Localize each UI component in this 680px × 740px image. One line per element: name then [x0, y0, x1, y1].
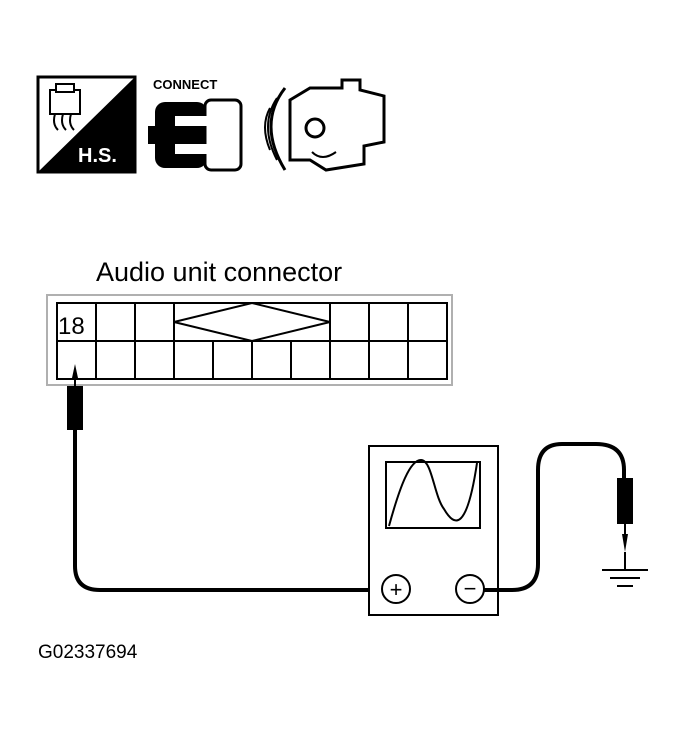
- connector-lock-tab: [173, 301, 331, 343]
- meter-screen: [385, 461, 481, 529]
- minus-symbol: −: [464, 576, 477, 601]
- ground-probe: [617, 478, 633, 569]
- ground-symbol: [602, 569, 648, 587]
- audio-unit-connector: 18: [46, 294, 453, 386]
- positive-lead-wire: [73, 430, 382, 592]
- engine-ignition-icon: [264, 78, 386, 172]
- plus-symbol: +: [390, 577, 403, 602]
- connector-title: Audio unit connector: [96, 257, 342, 287]
- positive-terminal: [381, 574, 411, 604]
- harness-connector-icon: H.S.: [36, 75, 137, 174]
- connect-label: CONNECT: [153, 77, 217, 92]
- terminal-number: 18: [58, 313, 85, 340]
- negative-lead-wire: [484, 442, 626, 592]
- oscilloscope: + −: [368, 445, 499, 616]
- figure-id: G02337694: [38, 642, 138, 663]
- connect-plug-icon: CONNECT: [148, 77, 243, 172]
- harness-side-label: H.S.: [78, 145, 117, 167]
- positive-probe: [67, 364, 83, 430]
- sine-waveform: [388, 458, 478, 527]
